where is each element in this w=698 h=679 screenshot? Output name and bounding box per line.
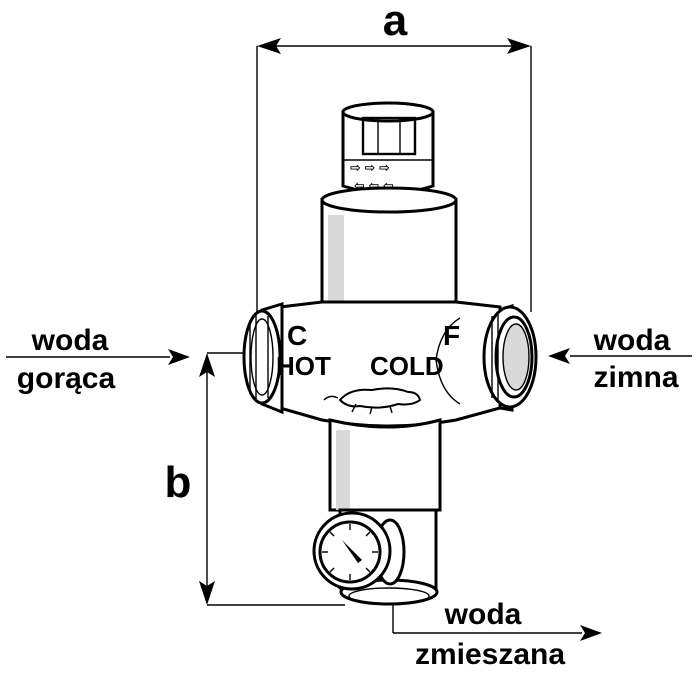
dimension-b-bottom-arrow xyxy=(199,581,215,605)
mixing-valve: ⇨ ⇨ ⇨ ⇦ ⇦ ⇦ xyxy=(242,101,538,606)
mixed-outlet-arrow-head xyxy=(580,625,602,641)
cold-word: COLD xyxy=(370,351,444,381)
hot-inlet-port xyxy=(242,301,284,415)
hot-inlet-callout: woda gorąca xyxy=(6,324,190,395)
hot-inlet-arrow-head xyxy=(168,349,190,365)
brand-logo-icon xyxy=(323,387,422,415)
mixed-outlet-label-line2: zmieszana xyxy=(415,638,565,671)
lower-body xyxy=(328,418,442,512)
gauge-face xyxy=(318,520,382,584)
cold-letter: F xyxy=(443,320,460,351)
gauge-needle xyxy=(342,540,362,563)
hot-word: HOT xyxy=(276,351,331,381)
dimension-b-top-arrow xyxy=(199,353,215,377)
gauge-ticks xyxy=(322,524,378,580)
dimension-b-label: b xyxy=(165,458,192,507)
cold-inlet-port xyxy=(435,303,538,412)
upper-body-top xyxy=(320,186,458,214)
cold-inlet-label-line1: woda xyxy=(593,324,671,357)
cold-inlet-callout: woda zimna xyxy=(548,324,692,394)
knob-socket xyxy=(361,116,417,156)
cold-inlet-label-line2: zimna xyxy=(593,361,678,394)
mixed-outlet-label-line1: woda xyxy=(444,598,522,631)
hot-inlet-label-line2: gorąca xyxy=(17,362,116,395)
hot-inlet-label-line1: woda xyxy=(31,324,109,357)
dimension-a-right-arrow xyxy=(507,38,531,54)
mixed-outlet-callout: woda zmieszana xyxy=(392,598,602,671)
hot-letter: C xyxy=(287,320,307,351)
cold-inlet-arrow-head xyxy=(548,348,570,364)
dimension-a-label: a xyxy=(383,0,408,45)
thermometer-gauge-icon xyxy=(312,511,406,591)
knob-top xyxy=(341,101,435,123)
dimension-a-left-arrow xyxy=(257,38,281,54)
svg-text:⇨ ⇨ ⇨: ⇨ ⇨ ⇨ xyxy=(350,160,390,175)
dimension-b: b xyxy=(165,352,345,606)
dimension-a: a xyxy=(256,0,532,312)
